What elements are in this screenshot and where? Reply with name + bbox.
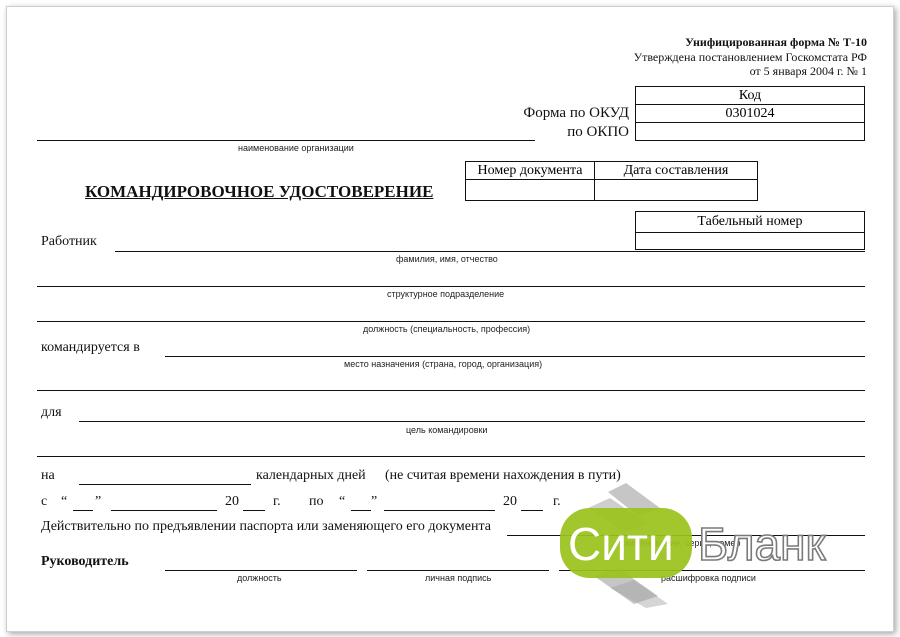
doc-number-cell[interactable] — [465, 179, 595, 201]
head-signature-caption: личная подпись — [425, 573, 492, 583]
citiblank-watermark: Сити Бланк — [560, 483, 827, 608]
org-name-line[interactable] — [37, 140, 535, 141]
from-close-quote: ” — [95, 494, 102, 509]
okud-label: Форма по ОКУД — [523, 105, 629, 121]
to-month-line[interactable] — [384, 510, 495, 511]
okud-code: 0301024 — [635, 104, 865, 123]
from-day-line[interactable] — [73, 510, 93, 511]
form-sheet: Унифицированная форма № Т-10 Утверждена … — [6, 6, 894, 632]
days-note: (не считая времени нахождения в пути) — [385, 468, 621, 483]
tab-number-table: Табельный номер — [635, 211, 865, 250]
purpose-caption: цель командировки — [406, 425, 488, 435]
head-position-caption: должность — [237, 573, 282, 583]
duration-label: на — [41, 468, 55, 483]
sent-to-label: командируется в — [41, 340, 140, 355]
org-name-caption: наименование организации — [238, 143, 354, 153]
head-decoding-caption: расшифровка подписи — [661, 573, 756, 583]
position-line[interactable] — [37, 321, 865, 322]
worker-label: Работник — [41, 234, 97, 249]
doc-date-header: Дата составления — [594, 161, 758, 180]
codes-table: Код 0301024 — [635, 86, 865, 141]
department-line[interactable] — [37, 286, 865, 287]
worker-name-line[interactable] — [115, 251, 865, 252]
head-decoding-line[interactable] — [559, 570, 865, 571]
to-close-quote: ” — [371, 494, 378, 509]
approval-date: от 5 января 2004 г. № 1 — [749, 64, 867, 78]
from-month-line[interactable] — [111, 510, 217, 511]
worker-caption: фамилия, имя, отчество — [396, 254, 498, 264]
from-year-suffix: г. — [273, 494, 281, 509]
head-label: Руководитель — [41, 554, 129, 569]
approval-line: Утверждена постановлением Госкомстата РФ — [633, 50, 867, 64]
head-position-line[interactable] — [165, 570, 357, 571]
code-header: Код — [635, 86, 865, 105]
logo-green-badge — [560, 508, 692, 578]
to-open-quote: “ — [339, 494, 346, 509]
doc-table: Номер документа Дата составления — [465, 161, 758, 201]
passport-text: Действительно по предъявлении паспорта и… — [41, 519, 491, 534]
purpose-label: для — [41, 405, 62, 420]
purpose-line[interactable] — [79, 421, 865, 422]
days-text: календарных дней — [256, 468, 366, 483]
purpose-line-2[interactable] — [37, 456, 865, 457]
doc-number-header: Номер документа — [465, 161, 595, 180]
okpo-code[interactable] — [635, 122, 865, 141]
form-title: КОМАНДИРОВОЧНОЕ УДОСТОВЕРЕНИЕ — [85, 182, 434, 201]
period-to-label: по — [309, 494, 324, 509]
to-year-prefix: 20 — [503, 494, 517, 509]
from-open-quote: “ — [61, 494, 68, 509]
period-from-label: с — [41, 494, 48, 509]
to-year-suffix: г. — [553, 494, 561, 509]
logo-part2: Бланк — [698, 518, 826, 570]
form-id: Унифицированная форма № Т-10 — [685, 35, 867, 49]
department-caption: структурное подразделение — [387, 289, 505, 299]
destination-line-2[interactable] — [37, 390, 865, 391]
okpo-label: по ОКПО — [567, 124, 629, 140]
position-caption: должность (специальность, профессия) — [363, 324, 531, 334]
to-year-line[interactable] — [521, 510, 543, 511]
from-year-line[interactable] — [243, 510, 265, 511]
tab-number-header: Табельный номер — [635, 211, 865, 233]
days-count-line[interactable] — [79, 484, 251, 485]
to-day-line[interactable] — [351, 510, 371, 511]
head-signature-line[interactable] — [367, 570, 549, 571]
doc-date-cell[interactable] — [594, 179, 758, 201]
destination-caption: место назначения (страна, город, организ… — [344, 359, 543, 369]
logo-part1: Сити — [568, 518, 674, 570]
from-year-prefix: 20 — [225, 494, 239, 509]
destination-line[interactable] — [165, 356, 865, 357]
tab-number-cell[interactable] — [635, 232, 865, 250]
